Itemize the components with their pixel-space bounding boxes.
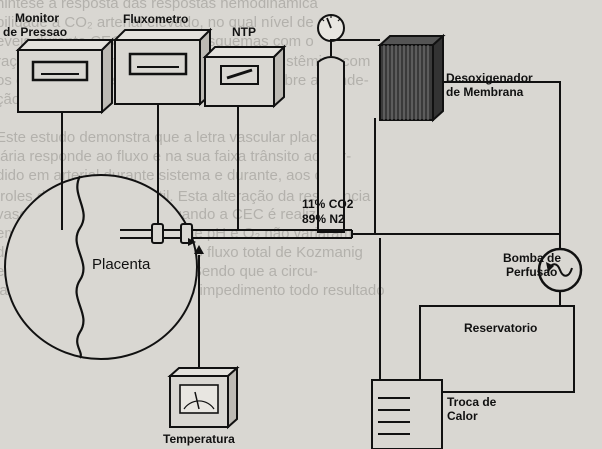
temperature-label: Temperatura	[163, 432, 235, 446]
heat-exchanger-label-line2: Calor	[447, 409, 478, 423]
pressure-monitor-device	[15, 37, 115, 115]
gas-mix-label-line1: 11% CO2	[302, 197, 354, 211]
pressure-gauge-icon	[317, 14, 345, 42]
flow-probe-ring	[151, 223, 193, 244]
heat-exchanger-label-line1: Troca de	[447, 395, 497, 409]
gas-mix-label-line2: 89% N2	[302, 212, 345, 226]
temperature-device	[167, 365, 240, 430]
ntp-label: NTP	[232, 25, 256, 39]
ntp-device	[202, 44, 287, 109]
reservoir	[419, 305, 575, 393]
heat-exchanger	[371, 379, 443, 449]
membrane-oxygenator	[377, 33, 446, 123]
bg-text-line: nintese a resposta das respostas hemodin…	[0, 0, 318, 12]
pressure-monitor-label-line1: Monitor	[15, 11, 59, 25]
flowmeter-label: Fluxometro	[123, 12, 189, 26]
flowmeter-device	[112, 27, 213, 107]
pressure-monitor-label-line2: de Pressao	[3, 25, 68, 39]
oxygenator-label-line2: de Membrana	[446, 85, 524, 99]
placenta-label: Placenta	[92, 256, 151, 273]
flow-direction-arrow-icon	[188, 238, 204, 254]
reservoir-label: Reservatorio	[464, 321, 538, 335]
placenta	[4, 174, 198, 360]
gas-cylinder	[317, 41, 345, 233]
tubing	[61, 39, 561, 392]
pump-label-line1: Bomba de	[503, 251, 562, 265]
bg-text-line: tária responde ao fluxo e na sua faixa t…	[0, 148, 352, 165]
perfusion-pump	[537, 247, 583, 293]
oxygenator-label-line1: Desoxigenador	[446, 71, 533, 85]
bg-text-line: Este estudo demonstra que a letra vascul…	[0, 129, 339, 146]
pump-label-line2: Perfusao	[506, 265, 558, 279]
